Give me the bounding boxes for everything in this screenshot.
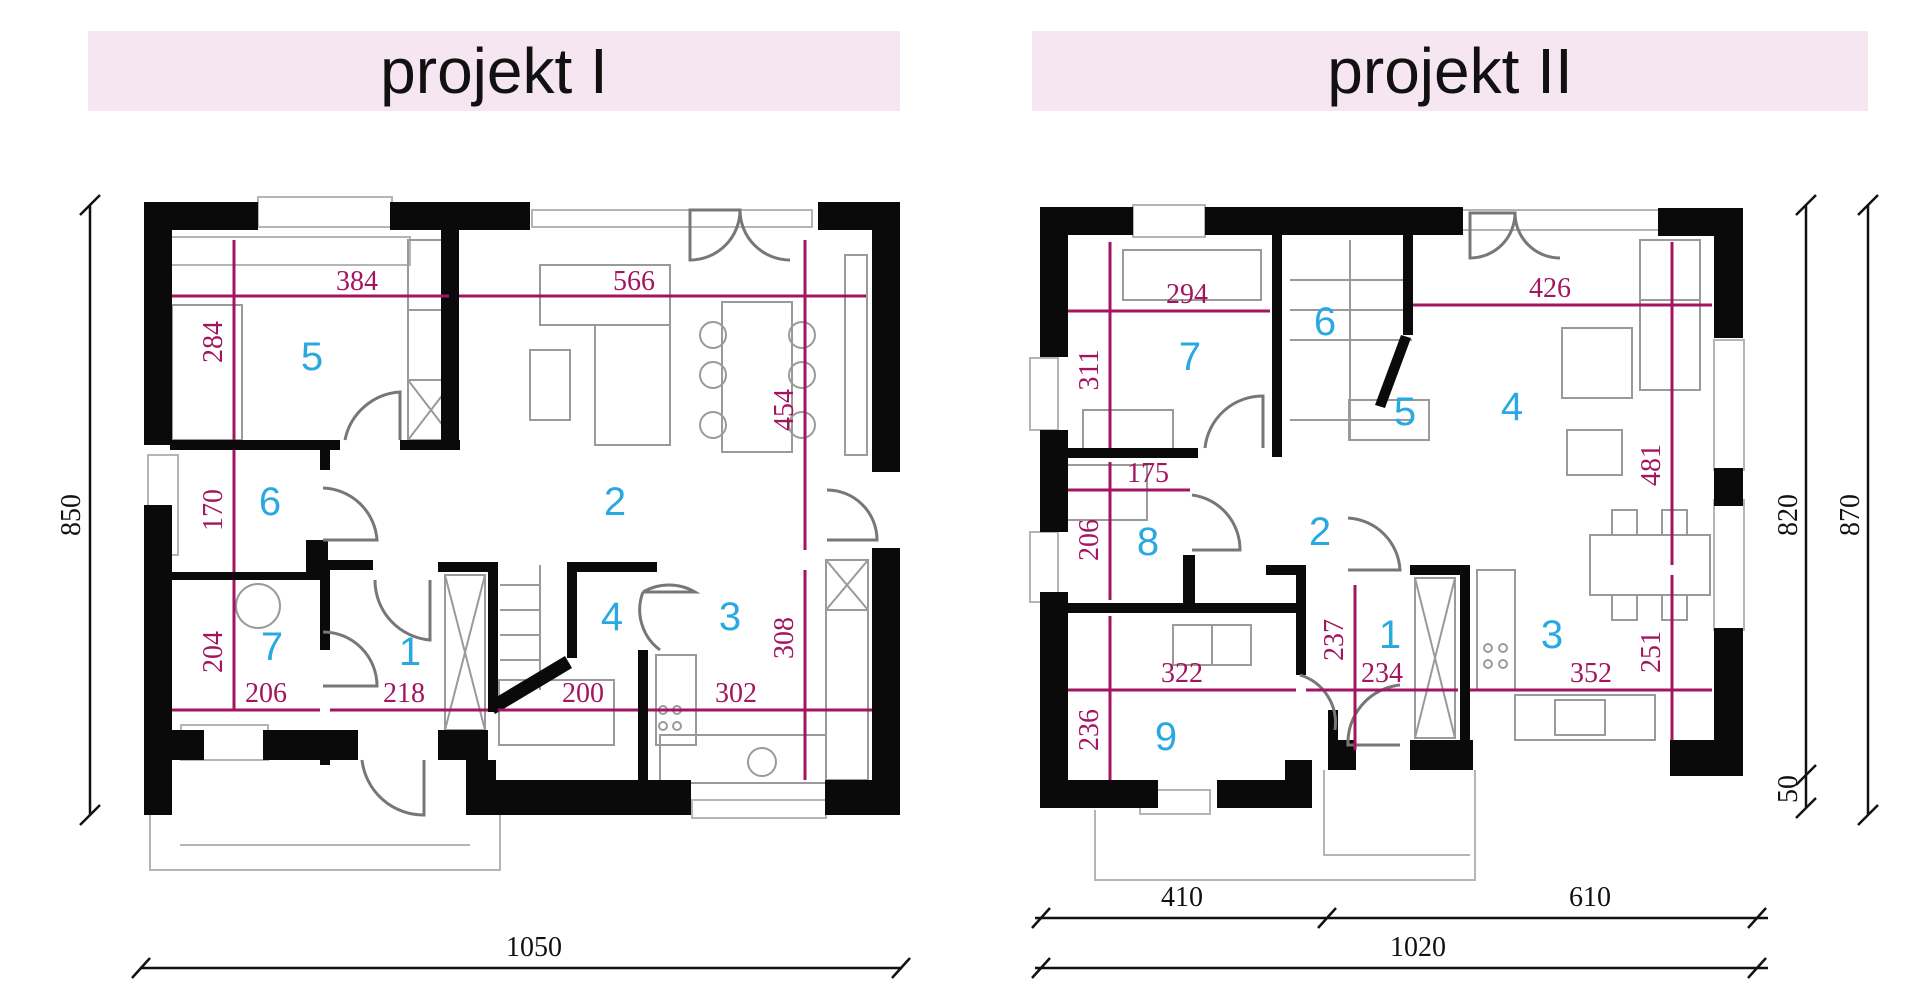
- plan-1-room-3: 3: [719, 595, 741, 639]
- plan-2-dim-251: 251: [1636, 631, 1667, 673]
- plan-1-dim-454: 454: [769, 389, 800, 431]
- plan-1-dim-218: 218: [383, 678, 425, 709]
- plan-2-height-870: 870: [1835, 494, 1866, 536]
- plan-2-dim-481: 481: [1636, 444, 1667, 486]
- plan-2-dimension-lines: [1068, 242, 1712, 780]
- plan-2-room-7: 7: [1179, 335, 1201, 379]
- plan-1-overall-dimensions: 850 1050: [56, 194, 911, 979]
- projekt-1-title-bar: projekt I: [88, 31, 900, 111]
- plan-1-width-1050: 1050: [506, 932, 562, 963]
- plan-1-walls: [144, 202, 900, 815]
- plan-2-dim-294: 294: [1166, 279, 1208, 310]
- plan-1-dim-308: 308: [769, 617, 800, 659]
- plan-2-doors: [1191, 211, 1561, 747]
- plan-2-overall-dimensions: 820 50 870 410 610 1020: [1031, 194, 1879, 979]
- plan-2-dim-234: 234: [1361, 658, 1403, 689]
- plan-2-room-3: 3: [1541, 613, 1563, 657]
- plan-2-walls: [1040, 207, 1743, 808]
- plan-2-room-2: 2: [1309, 510, 1331, 554]
- plan-2-dimension-labels: 294 426 311 481 175 206 237 234 322 352 …: [1074, 273, 1667, 751]
- plan-1-furniture: [147, 196, 869, 871]
- plan-1-dimension-lines: [172, 240, 872, 780]
- plan-2: 294 426 311 481 175 206 237 234 322 352 …: [1029, 194, 1879, 979]
- plan-2-width-610: 610: [1569, 882, 1611, 913]
- plan-2-room-5: 5: [1394, 390, 1416, 434]
- plan-1-room-1: 1: [399, 630, 421, 674]
- plan-2-dim-426: 426: [1529, 273, 1571, 304]
- plan-2-room-1: 1: [1379, 613, 1401, 657]
- projekt-1-title: projekt I: [380, 35, 608, 107]
- plan-1-room-2: 2: [604, 480, 626, 524]
- plan-1-room-4: 4: [601, 595, 623, 639]
- plan-1-dim-284: 284: [198, 321, 229, 363]
- plan-1-dim-566: 566: [613, 266, 655, 297]
- plan-1-dim-170: 170: [198, 489, 229, 531]
- plan-2-room-6: 6: [1314, 300, 1336, 344]
- plan-2-dim-236: 236: [1074, 709, 1105, 751]
- plan-2-width-410: 410: [1161, 882, 1203, 913]
- plan-1-dimension-labels: 384 566 284 454 170 204 206 218 200 302 …: [198, 266, 800, 709]
- plan-1-room-7: 7: [261, 625, 283, 669]
- plan-1-dim-206: 206: [245, 678, 287, 709]
- plan-1-dim-302: 302: [715, 678, 757, 709]
- plan-1-dim-200: 200: [562, 678, 604, 709]
- plan-1-dim-204: 204: [198, 631, 229, 673]
- plan-1-room-6: 6: [259, 480, 281, 524]
- plan-1-dim-384: 384: [336, 266, 378, 297]
- plan-2-width-1020: 1020: [1390, 932, 1446, 963]
- plan-2-dim-237: 237: [1319, 619, 1350, 661]
- plan-1-room-numbers: 1 2 3 4 5 6 7: [259, 335, 741, 674]
- projekt-2-title-bar: projekt II: [1032, 31, 1868, 111]
- plan-2-dim-311: 311: [1074, 350, 1105, 391]
- plan-2-dim-206: 206: [1074, 519, 1105, 561]
- plan-2-dim-322: 322: [1161, 658, 1203, 689]
- plan-1-room-5: 5: [301, 335, 323, 379]
- plan-2-room-8: 8: [1137, 520, 1159, 564]
- plan-2-room-4: 4: [1501, 385, 1523, 429]
- plan-2-dim-352: 352: [1570, 658, 1612, 689]
- plan-2-room-9: 9: [1155, 715, 1177, 759]
- plan-2-room-numbers: 1 2 3 4 5 6 7 8 9: [1137, 300, 1563, 759]
- plan-1-height-850: 850: [56, 494, 87, 536]
- plan-2-height-50: 50: [1773, 775, 1804, 803]
- plan-2-dim-175: 175: [1127, 458, 1169, 489]
- projekt-2-title: projekt II: [1327, 35, 1573, 107]
- plan-1: 384 566 284 454 170 204 206 218 200 302 …: [56, 194, 911, 979]
- plan-1-doors: [322, 208, 879, 817]
- plan-2-height-820: 820: [1773, 494, 1804, 536]
